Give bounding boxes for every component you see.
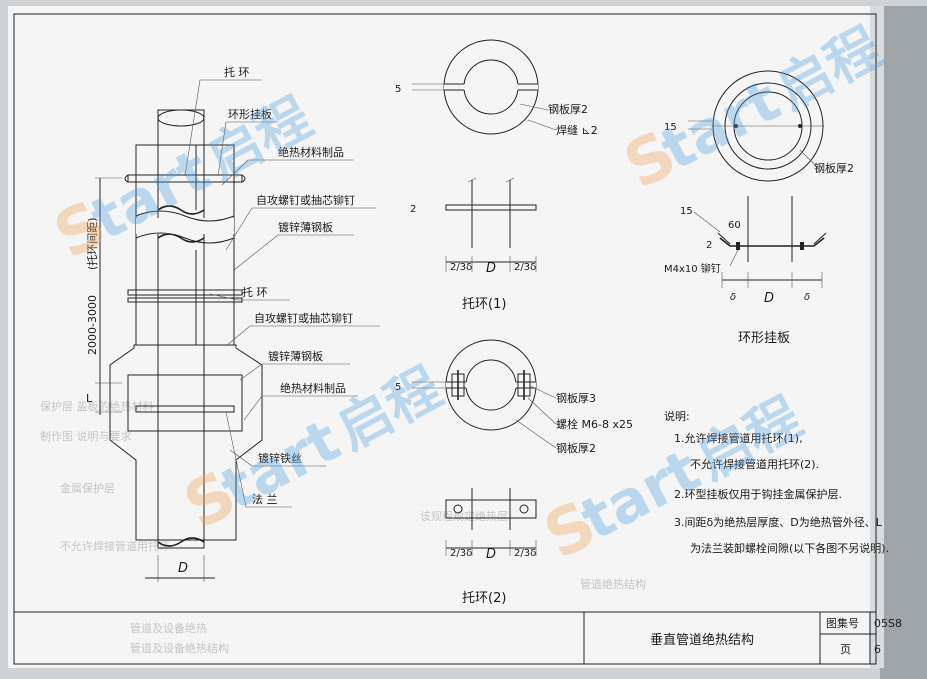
vertical-pipe-drawing: 2000-3000 (托环间距) L D 托 环 环形挂板 绝热材料制品: [85, 65, 380, 582]
hx-dim-delta-r: δ: [804, 292, 810, 303]
svg-text:管道及设备绝热结构: 管道及设备绝热结构: [130, 641, 229, 655]
label-duxin-tiesi: 镀锌铁丝: [258, 451, 302, 465]
hx-dim-delta-l: δ: [730, 292, 736, 303]
ring1-split: [444, 84, 538, 90]
page-label: 页: [840, 643, 851, 656]
t1-label-gangban: 钢板厚2: [548, 102, 588, 116]
svg-text:金属保护层: 金属保护层: [60, 481, 115, 495]
insulation-break-2: [135, 232, 235, 244]
svg-text:管道绝热结构: 管道绝热结构: [580, 577, 646, 591]
t2-label-gangban3: 钢板厚3: [556, 391, 596, 405]
notes-line-1: 1.允许焊接管道用托环(1),: [674, 431, 803, 445]
notes-line-3: 3.间距δ为绝热层厚度、D为绝热管外径、L: [674, 515, 883, 529]
insulation-break-1: [135, 210, 235, 222]
hx-dim-D: D: [764, 291, 774, 306]
hx-dim-15-top: 15: [664, 122, 677, 133]
t2-label-gangban2: 钢板厚2: [556, 441, 596, 455]
t1-plate: [445, 204, 537, 211]
title-block-title: 垂直管道绝热结构: [650, 632, 754, 648]
t2-plate: [445, 499, 537, 519]
pipe-top-end: [157, 109, 205, 127]
t1-label-hanfeng: 焊缝 ⊾2: [556, 123, 598, 137]
page-value: 6: [874, 643, 881, 656]
t1-dim-2: 2: [410, 204, 416, 215]
svg-text:保护层 盖板的绝热材料: 保护层 盖板的绝热材料: [40, 399, 154, 413]
svg-text:不允许焊接管道用托环: 不允许焊接管道用托环: [60, 539, 170, 553]
label-zigong-1: 自攻螺钉或抽芯铆钉: [256, 193, 355, 207]
dim-D: D: [178, 561, 188, 576]
sheet-box: [127, 374, 243, 432]
page-curl: [870, 6, 884, 668]
break-gap: [136, 218, 234, 234]
frame-border: [13, 13, 877, 665]
hx-dim-60: 60: [728, 220, 741, 231]
dim-spacing: 2000-3000: [86, 295, 99, 355]
label-tuohuan-2: 托 环: [242, 285, 268, 299]
pipe-bottom-end: [157, 537, 205, 547]
label-duxin-1: 镀锌薄钢板: [278, 220, 333, 234]
notes-line-3b: 为法兰装卸螺栓间隙(以下各图不另说明).: [690, 541, 889, 555]
t2-dim-5: 5: [395, 382, 401, 393]
t2-caption: 托环(2): [462, 591, 506, 606]
label-tuohuan: 托 环: [224, 65, 250, 79]
tuohuan2-drawing: 5 钢板厚3 螺栓 M6-8 x25 钢板厚2 2/3δ D 2/3δ 托环(2…: [395, 339, 633, 606]
notes-line-1b: 不允许焊接管道用托环(2).: [690, 457, 819, 471]
hx-caption: 环形挂板: [738, 331, 790, 346]
flange: [135, 405, 235, 413]
watermark-right-bottom: S tart 启程: [533, 385, 812, 574]
insulation-lower-bulge: [109, 344, 263, 541]
label-juere-2: 绝热材料制品: [280, 381, 346, 395]
hx-dim-2: 2: [706, 240, 712, 251]
notes-line-2: 2.环型挂板仅用于钩挂金属保护层.: [674, 487, 842, 501]
label-huanxing-guaban: 环形挂板: [228, 107, 272, 121]
huanxing-drawing: 15 钢板厚2 15 60 2 M4x10 铆钉 δ D δ 环形挂板: [664, 70, 854, 346]
t1-caption: 托环(1): [462, 297, 506, 312]
dim-spacing-note: (托环间距): [85, 217, 99, 270]
notes-block: 说明: 1.允许焊接管道用托环(1), 不允许焊接管道用托环(2). 2.环型挂…: [664, 409, 889, 555]
label-zigong-2: 自攻螺钉或抽芯铆钉: [254, 311, 353, 325]
svg-text:管道及设备绝热: 管道及设备绝热: [130, 621, 207, 635]
t2-frac-right: 2/3δ: [514, 548, 536, 559]
support-ring-lower: [127, 289, 243, 296]
title-block: 垂直管道绝热结构 图集号 05S8 页 6: [14, 611, 902, 664]
pipe-break-1: [157, 205, 205, 215]
atlas-value: 05S8: [874, 617, 902, 630]
t2-dim-D: D: [486, 547, 496, 562]
notes-title: 说明:: [664, 409, 690, 423]
t2-label-luoshuan: 螺栓 M6-8 x25: [556, 417, 633, 431]
dim-L: L: [86, 392, 93, 405]
t1-dim-D: D: [486, 261, 496, 276]
t1-dim-5: 5: [395, 84, 401, 95]
t1-frac-left: 2/3δ: [450, 262, 472, 273]
svg-text:该规程规定绝热层: 该规程规定绝热层: [420, 509, 508, 523]
hx-dim-15-side: 15: [680, 206, 693, 217]
page-gutter-shadow: [880, 6, 927, 679]
bleed-through: 保护层 盖板的绝热材料 制作图 说明与要求 金属保护层 不允许焊接管道用托环 该…: [40, 399, 646, 655]
hx-label-gangban: 钢板厚2: [814, 161, 854, 175]
label-duxin-2: 镀锌薄钢板: [268, 349, 323, 363]
hx-label-maoding: M4x10 铆钉: [664, 262, 721, 275]
tuohuan1-drawing: 5 钢板厚2 焊缝 ⊾2 2 2/3δ D 2/3δ 托环(1): [395, 39, 598, 312]
t1-frac-right: 2/3δ: [514, 262, 536, 273]
atlas-label: 图集号: [826, 616, 859, 630]
hx-hook-plate: [719, 237, 825, 247]
label-falan: 法 兰: [252, 492, 278, 506]
label-juere-1: 绝热材料制品: [278, 145, 344, 159]
svg-text:制作图 说明与要求: 制作图 说明与要求: [40, 429, 132, 443]
t2-frac-left: 2/3δ: [450, 548, 472, 559]
